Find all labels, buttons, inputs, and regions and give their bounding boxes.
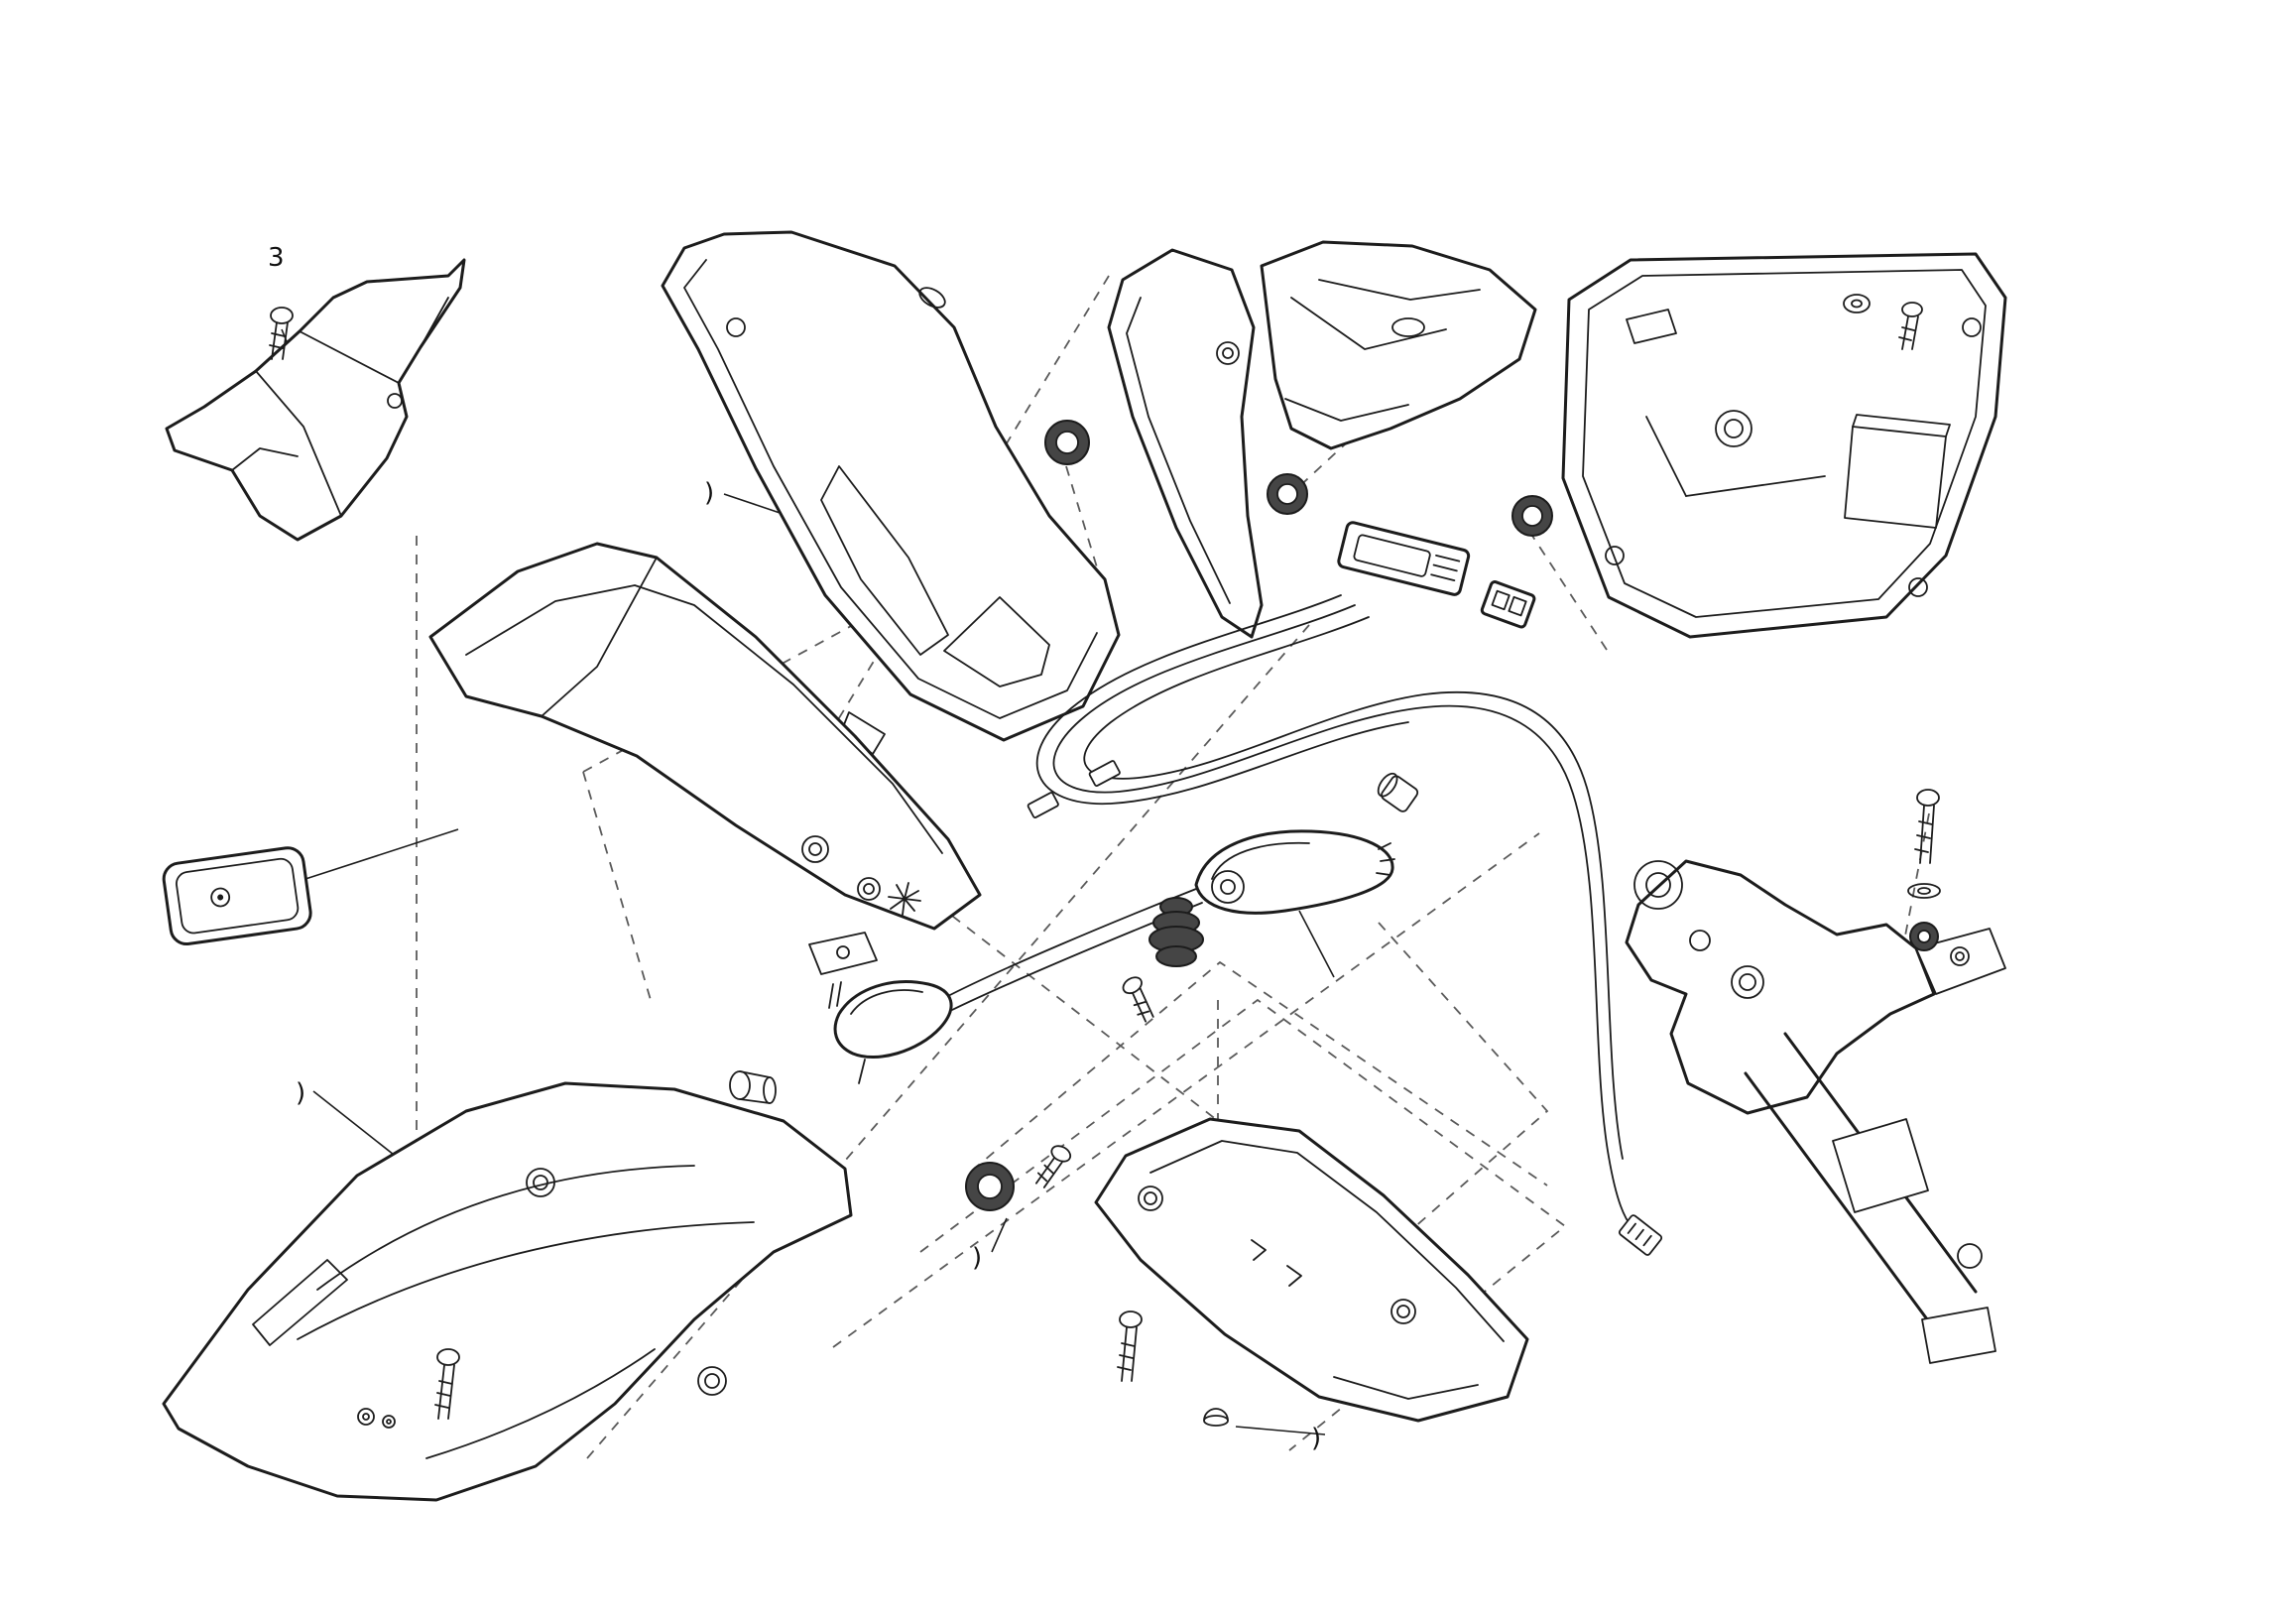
holder-grommet — [965, 1162, 1015, 1211]
connector-2way — [1480, 580, 1536, 629]
callouts: 3 ) ) ) ) — [268, 243, 1321, 1453]
fender-screw — [434, 1348, 460, 1420]
support-arm — [428, 542, 982, 931]
rear-subframe-bracket — [1625, 859, 2006, 1364]
callout-label-paren-3: ) — [972, 1243, 982, 1273]
subframe-washer — [1907, 883, 1941, 899]
holder-screw — [1034, 1145, 1072, 1188]
rubber-grommet-right — [1511, 495, 1553, 537]
bellows-grommet — [1148, 897, 1204, 967]
spacer-bushing-left — [729, 1070, 777, 1104]
turn-signal-lamp — [1194, 829, 1395, 915]
harness-connector — [1618, 1214, 1663, 1256]
turn-signal-lamp-small — [833, 980, 953, 1084]
subframe-grommet — [1909, 922, 1939, 951]
plate-hanger-bracket — [165, 258, 466, 542]
rubber-grommet-center — [1267, 473, 1308, 515]
spacer-bushing — [1377, 772, 1419, 812]
reflector-plate — [162, 846, 312, 946]
holder-bolt — [1117, 1311, 1143, 1382]
rubber-grommet-left — [1044, 420, 1090, 465]
lamp-bracket — [808, 932, 878, 1009]
callout-label-paren-4: ) — [1311, 1424, 1321, 1453]
tail-center-fairing — [1107, 240, 1537, 639]
tray-screw — [1898, 302, 1923, 350]
flasher-relay — [1337, 521, 1471, 596]
callout-label-paren-1: ) — [704, 478, 714, 508]
fender-washers — [357, 1408, 396, 1429]
plate-holder-arm — [1094, 1117, 1529, 1423]
lamp-screw — [1122, 976, 1154, 1023]
subframe-bolt — [1914, 789, 1940, 864]
tray-washer — [1843, 294, 1871, 313]
undertail-tray — [1561, 252, 2007, 639]
inline-connector-a — [1027, 792, 1059, 818]
dome-nut — [1203, 1408, 1229, 1427]
rear-fender — [162, 1081, 853, 1502]
plate-screw — [269, 307, 294, 360]
inline-connector-b — [1088, 760, 1121, 787]
callout-label-3: 3 — [268, 243, 285, 273]
left-tail-side-panel — [661, 230, 1121, 755]
callout-label-paren-2: ) — [296, 1078, 305, 1108]
